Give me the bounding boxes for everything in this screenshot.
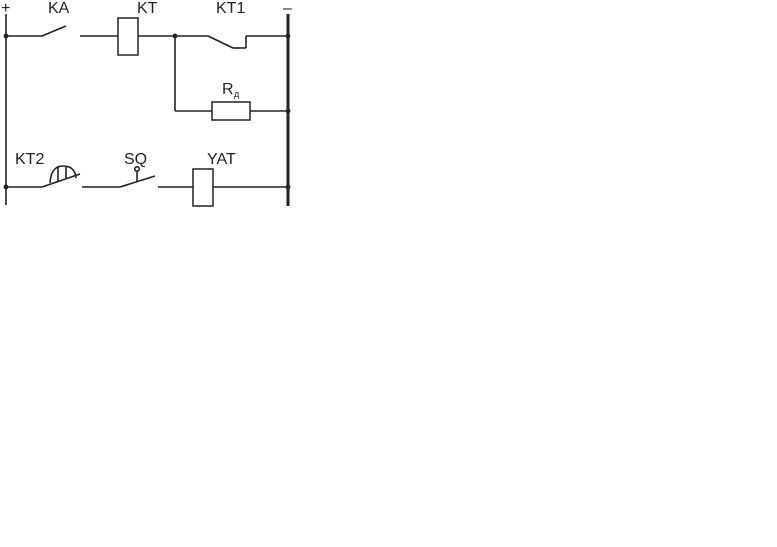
kt2-contact-blade (41, 173, 81, 188)
sq-contact-blade (119, 175, 156, 188)
ka-label: KA (48, 0, 70, 17)
row-1: KA KT KT1 (3, 0, 291, 56)
junction-node (285, 33, 291, 39)
kt-label: KT (137, 0, 158, 17)
resistor-subscript: д (234, 89, 240, 99)
kt1-contact-blade (207, 35, 234, 49)
row-3: KT2 SQ YAT (3, 151, 291, 207)
junction-node (3, 184, 9, 190)
kt1-label: KT1 (216, 0, 245, 17)
row-2: R д (174, 36, 291, 121)
plus-label: + (1, 0, 10, 17)
yat-label: YAT (207, 151, 236, 168)
resistor-label: R (222, 81, 234, 98)
yat-coil (192, 168, 214, 207)
junction-node (3, 33, 9, 39)
resistor (211, 101, 251, 121)
junction-node (285, 184, 291, 190)
kt2-label: KT2 (15, 151, 44, 168)
sq-label: SQ (124, 151, 147, 168)
sq-actuator-roller (134, 166, 141, 173)
ka-contact-blade (41, 25, 67, 37)
kt-coil (117, 17, 139, 56)
kt2-delay-arc (49, 165, 77, 184)
minus-label: – (283, 0, 292, 17)
junction-node (285, 108, 291, 114)
